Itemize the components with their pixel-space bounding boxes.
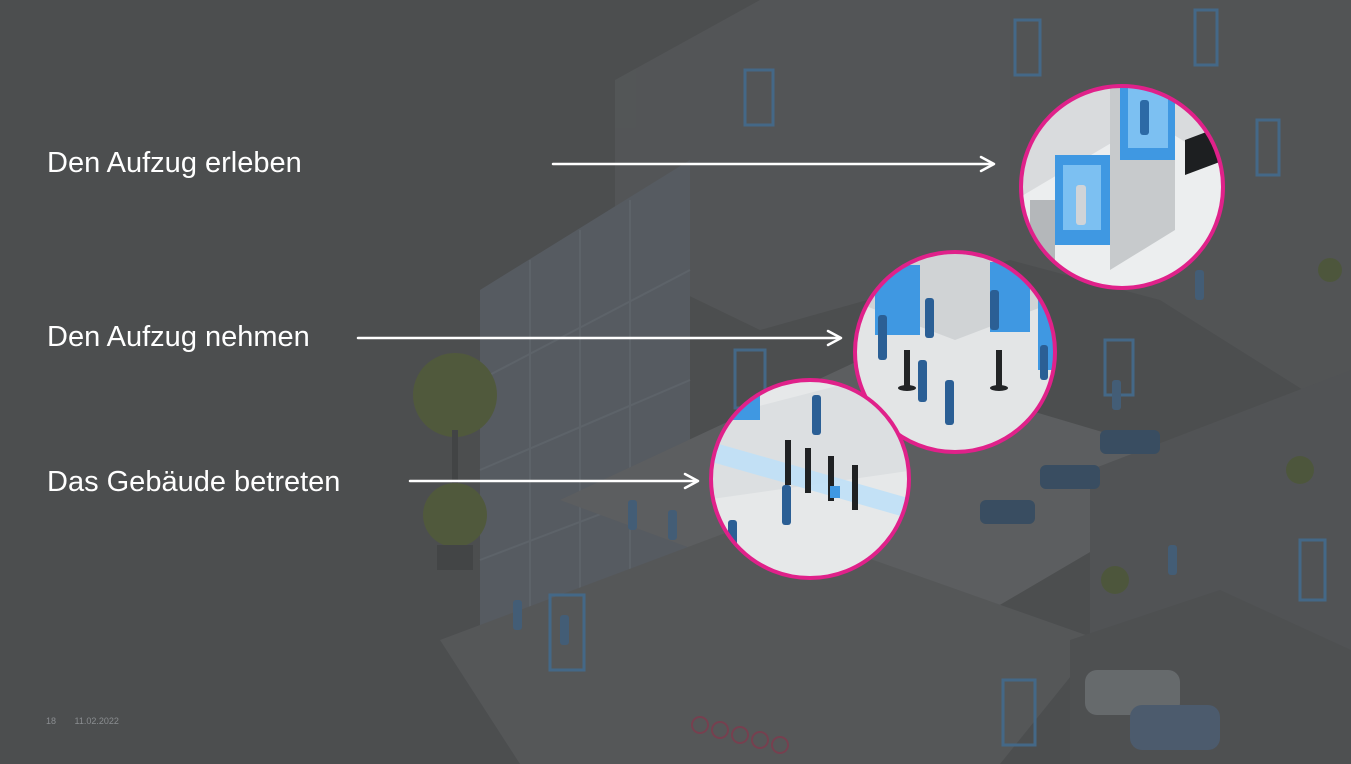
arrow-2 xyxy=(356,329,843,347)
slide-date: 11.02.2022 xyxy=(74,716,119,726)
arrow-1 xyxy=(551,155,996,173)
entrance-gate-callout xyxy=(709,378,911,580)
label-take-elevator: Den Aufzug nehmen xyxy=(47,321,310,353)
label-experience-elevator: Den Aufzug erleben xyxy=(47,147,302,179)
arrow-3 xyxy=(408,472,700,490)
slide-footer: 18 11.02.2022 xyxy=(46,716,135,726)
label-enter-building: Das Gebäude betreten xyxy=(47,466,341,498)
page-number: 18 xyxy=(46,716,57,726)
elevator-callout xyxy=(1019,84,1225,290)
